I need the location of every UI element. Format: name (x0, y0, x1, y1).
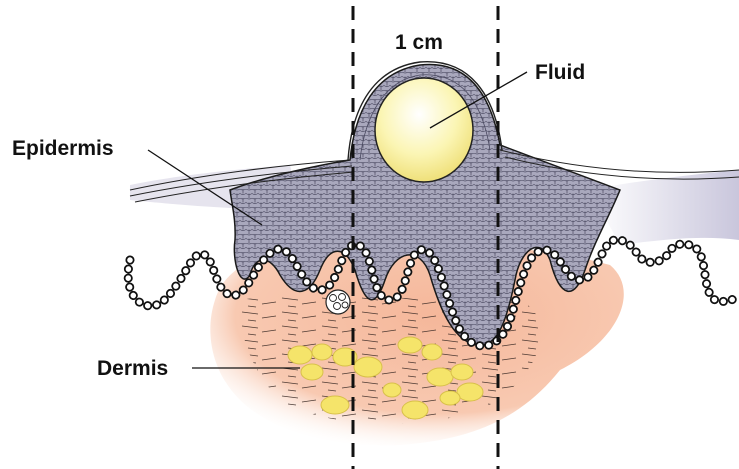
dermis-label: Dermis (97, 358, 168, 379)
scale-label: 1 cm (395, 32, 443, 53)
sweat-duct (326, 290, 350, 314)
epidermis-label: Epidermis (12, 138, 114, 159)
fluid-vesicle (375, 78, 473, 182)
fluid-label: Fluid (535, 62, 585, 83)
